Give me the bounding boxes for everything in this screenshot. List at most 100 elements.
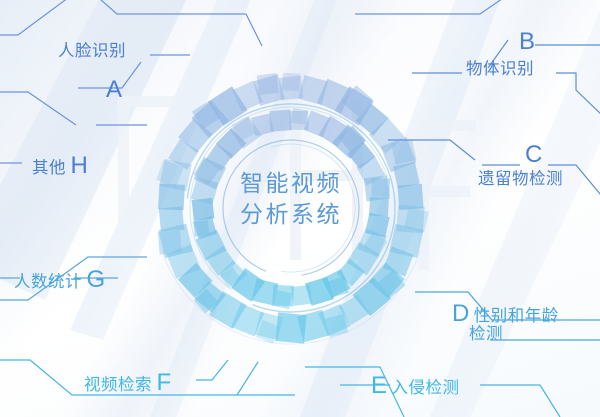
watermark-letters	[118, 96, 476, 270]
connector-f	[196, 359, 229, 381]
connector-d-frame	[415, 291, 600, 321]
ring-segment-overlay	[324, 313, 349, 338]
ring-segment-overlay	[255, 319, 280, 344]
ring-segment	[393, 161, 420, 189]
label-e-text: 入侵检测	[391, 379, 460, 397]
label-g-letter: G	[86, 266, 106, 293]
label-c-letter[interactable]: C	[525, 141, 543, 168]
ring-segment	[219, 260, 248, 289]
ring-segment	[272, 284, 294, 307]
label-e-letter: E	[371, 372, 388, 399]
ring-segment	[158, 223, 193, 259]
ring-segment	[166, 244, 201, 279]
ring-segment	[177, 263, 213, 298]
ring-segment	[251, 113, 274, 137]
ring-segment	[363, 175, 390, 202]
ring-segment	[158, 183, 185, 211]
label-h-text: 其他	[32, 159, 66, 177]
ring-segment	[368, 117, 405, 154]
connector-e-frame	[305, 366, 405, 417]
connector-c-frame2	[449, 139, 476, 161]
ring-arc	[222, 139, 360, 276]
label-g-text: 人数统计	[14, 273, 82, 291]
ring-segment	[253, 74, 285, 106]
label-a-letter[interactable]: A	[106, 76, 123, 103]
label-d-letter: D	[452, 300, 470, 327]
ring-segment-overlay	[341, 85, 374, 117]
label-e[interactable]: E 入侵检测	[371, 372, 459, 400]
ring-segment-overlay	[157, 230, 182, 255]
label-a-text: 人脸识别	[58, 42, 126, 60]
ring-segment-overlay	[273, 290, 293, 310]
ring-segment-overlay	[290, 107, 308, 125]
ring-segment-overlay	[193, 288, 219, 314]
ring-segment	[229, 116, 263, 149]
connector-e-right	[480, 384, 561, 417]
ring-segment-overlay	[193, 220, 210, 237]
connector-f-lead	[236, 361, 259, 396]
ring-segment	[304, 276, 334, 306]
ring-segment	[290, 284, 313, 306]
label-g[interactable]: 人数统计 G	[14, 266, 105, 294]
ring-segment	[397, 183, 424, 211]
label-d-text: 性别和年龄	[473, 307, 559, 325]
label-f[interactable]: 视频检索 F	[84, 369, 171, 397]
ring-segment	[159, 158, 192, 192]
ring-arc	[271, 143, 356, 273]
ring-segment	[355, 102, 389, 136]
ring-segment-overlay	[193, 158, 220, 185]
ring-segment	[396, 204, 425, 234]
ring-segment-overlay	[281, 72, 301, 92]
label-c[interactable]: 遗留物检测	[478, 170, 563, 190]
connector-f-frame	[0, 359, 295, 396]
connector-frame-topleft	[0, 0, 67, 36]
ring-segment-overlay	[219, 266, 242, 289]
center-title: 智能视频 分析系统	[211, 168, 371, 230]
ring-segment-overlay	[231, 116, 257, 142]
ring-segment	[193, 215, 217, 240]
ring-segment-overlay	[256, 73, 279, 96]
ring-segment	[231, 268, 265, 302]
label-d-text2[interactable]: 检测	[469, 325, 503, 343]
label-d[interactable]: D 性别和年龄	[452, 300, 559, 328]
label-b[interactable]: 物体识别	[466, 60, 534, 80]
ring-segment	[347, 141, 376, 170]
connector-c-right	[548, 164, 600, 195]
ring-segment	[365, 212, 390, 238]
connector-g-frame	[0, 256, 147, 301]
ring-segment	[352, 277, 392, 317]
label-h-letter: H	[70, 152, 88, 179]
ring-segment	[275, 312, 307, 344]
ring-segment	[254, 311, 284, 341]
connector-a-letter	[78, 61, 142, 89]
ring-segment	[269, 109, 292, 132]
ring-segment-overlay	[327, 276, 349, 298]
ring-arc	[189, 106, 390, 291]
ring-segment	[357, 227, 387, 258]
ring-arc	[158, 241, 421, 345]
connector-h-upper	[0, 91, 77, 126]
label-c-text: 遗留物检测	[478, 170, 563, 188]
label-a[interactable]: 人脸识别	[58, 42, 126, 62]
label-b-letter[interactable]: B	[519, 28, 536, 55]
ring-segment	[158, 206, 185, 232]
ring-segment	[338, 294, 370, 326]
ring-segment	[232, 80, 264, 112]
label-h[interactable]: 其他 H	[32, 152, 88, 180]
connector-b-right	[556, 72, 600, 115]
ring-segment-overlay	[371, 178, 391, 197]
ring-segment	[369, 196, 389, 217]
connector-frame-topright	[355, 0, 502, 15]
connector-frame-top	[100, 0, 263, 47]
ring-segment-overlay	[404, 207, 429, 233]
ring-segment	[191, 197, 215, 221]
ring-segment	[215, 128, 247, 159]
label-f-letter: F	[156, 369, 172, 396]
ring-segment	[278, 75, 304, 101]
ring-segment-overlay	[155, 159, 184, 188]
label-b-text: 物体识别	[466, 60, 534, 78]
ring-segment-overlay	[363, 232, 388, 257]
